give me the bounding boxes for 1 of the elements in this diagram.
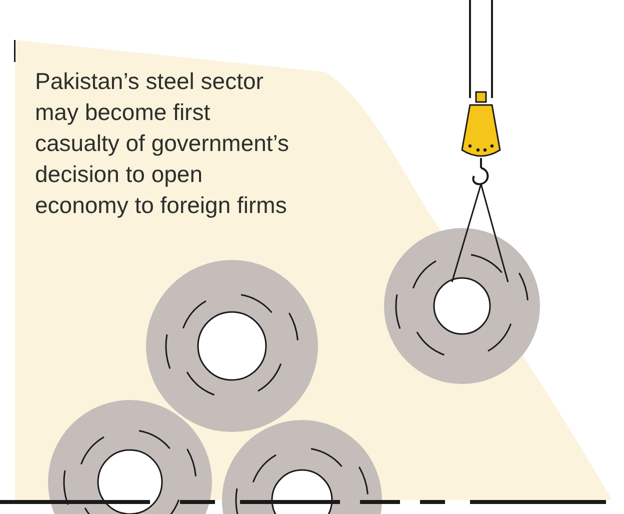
headline: Pakistan’s steel sector may become first casualty of government’s decision to open economy to foreign firms	[35, 67, 290, 220]
